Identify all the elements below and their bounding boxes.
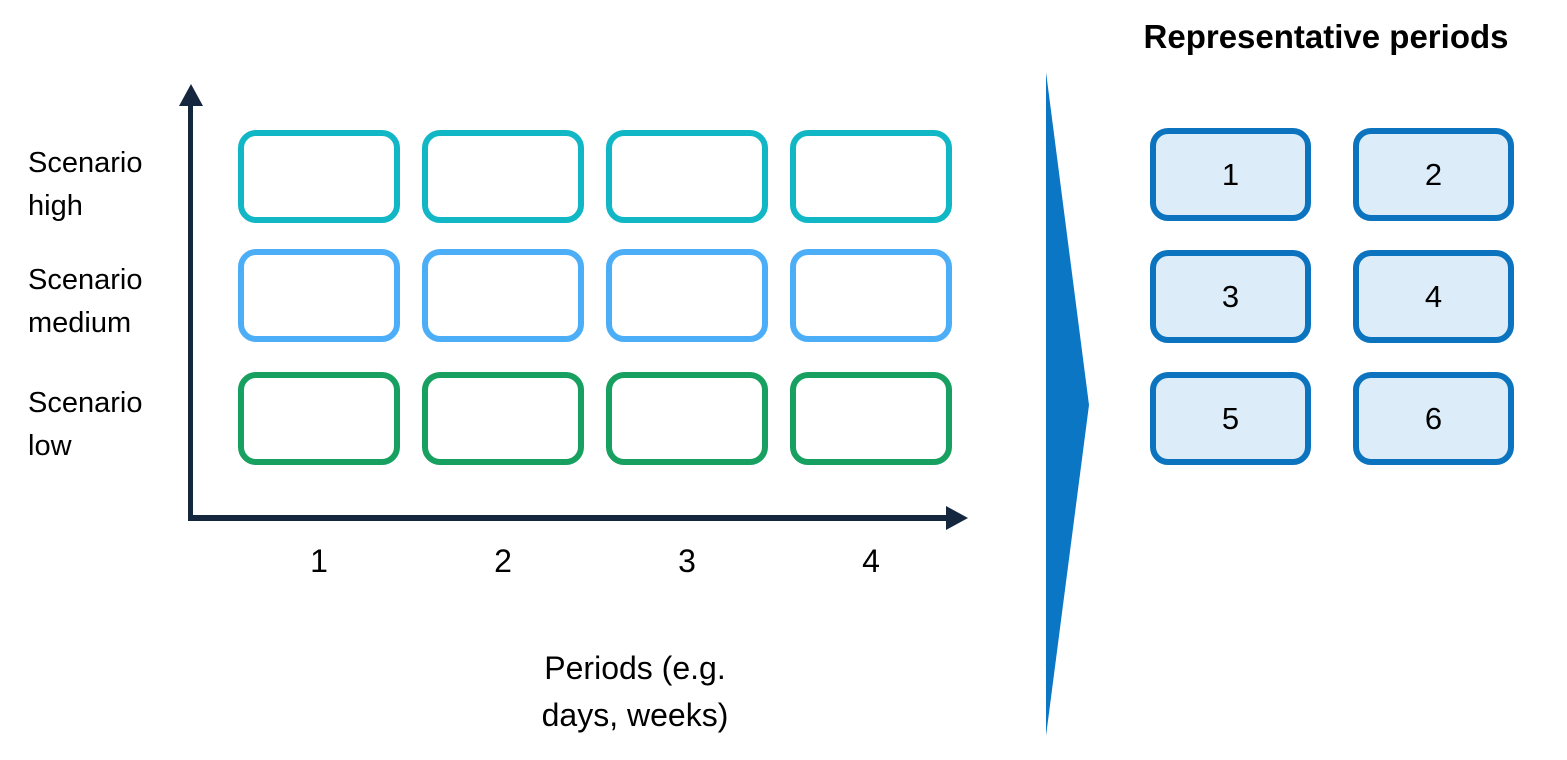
rep-period-box-3: 3 xyxy=(1150,250,1311,343)
rep-period-box-5: 5 xyxy=(1150,372,1311,465)
x-tick-4: 4 xyxy=(862,543,880,579)
scenario-box-high-4 xyxy=(790,130,952,223)
scenario-box-low-1 xyxy=(238,372,400,465)
y-axis-label-scenario-high: Scenario high xyxy=(28,147,143,222)
x-tick-3: 3 xyxy=(678,543,696,579)
scenario-box-low-4 xyxy=(790,372,952,465)
y-axis-label-scenario-medium: Scenario medium xyxy=(28,264,143,339)
x-axis-title: Periods (e.g. days, weeks) xyxy=(541,650,729,733)
scenario-box-medium-1 xyxy=(238,249,400,342)
scenario-box-medium-2 xyxy=(422,249,584,342)
y-axis-label-scenario-low: Scenario low xyxy=(28,387,143,462)
x-axis-line xyxy=(188,515,948,521)
y-axis-line xyxy=(188,100,193,519)
rep-period-box-4: 4 xyxy=(1353,250,1514,343)
scenario-box-low-2 xyxy=(422,372,584,465)
scenario-box-medium-3 xyxy=(606,249,768,342)
rep-period-box-2: 2 xyxy=(1353,128,1514,221)
rep-period-box-6: 6 xyxy=(1353,372,1514,465)
x-tick-1: 1 xyxy=(310,543,328,579)
y-axis-arrowhead-icon xyxy=(179,84,203,106)
scenario-box-high-1 xyxy=(238,130,400,223)
scenario-box-low-3 xyxy=(606,372,768,465)
scenario-box-high-2 xyxy=(422,130,584,223)
scenario-box-high-3 xyxy=(606,130,768,223)
x-axis-arrowhead-icon xyxy=(946,506,968,530)
transform-arrow-icon xyxy=(1046,72,1089,736)
scenario-box-medium-4 xyxy=(790,249,952,342)
rep-period-box-1: 1 xyxy=(1150,128,1311,221)
representative-periods-title: Representative periods xyxy=(1143,18,1509,55)
x-tick-2: 2 xyxy=(494,543,512,579)
